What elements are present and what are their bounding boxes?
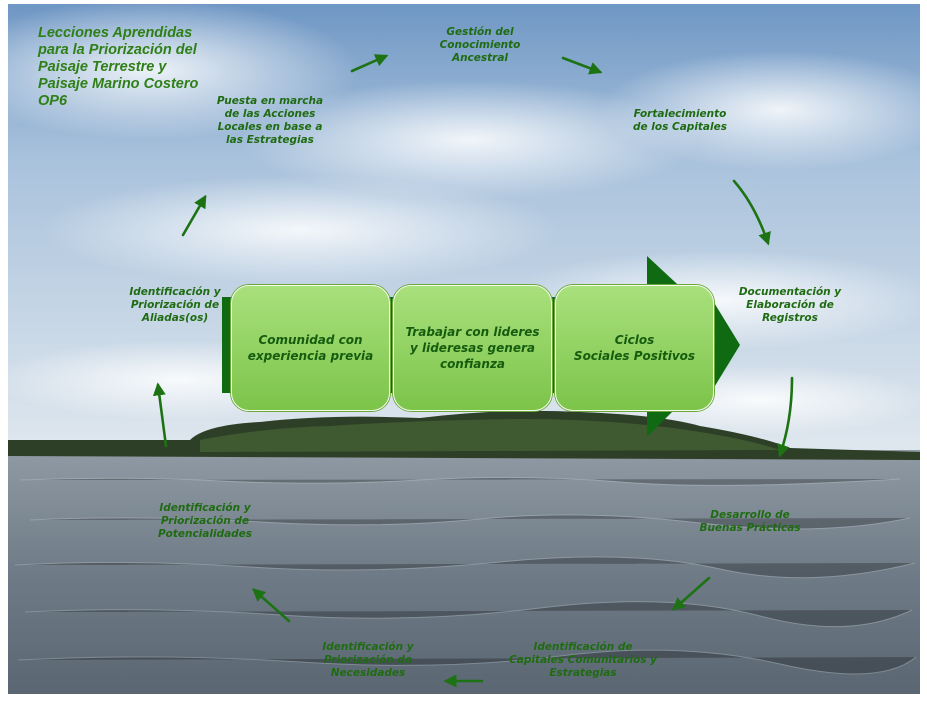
card-trabajar-lideres: Trabajar con lideres y lideresas genera … — [393, 285, 552, 411]
card-text: Comunidad con experiencia previa — [247, 333, 374, 363]
arrow-icon — [181, 194, 207, 237]
card-comunidad-experiencia: Comunidad con experiencia previa — [231, 285, 390, 411]
step-puesta-en-marcha: Puesta en marcha de las Acciones Locales… — [216, 95, 324, 146]
arrow-icon — [350, 54, 389, 73]
arrow-icon — [152, 382, 168, 448]
arrow-icon — [732, 179, 771, 246]
step-capitales-comunitarios: Identificación de Capitales Comunitarios… — [509, 641, 657, 679]
step-priorizacion-necesidades: Identificación y Priorización de Necesid… — [322, 641, 414, 679]
arrow-icon — [252, 588, 291, 623]
cloud — [40, 175, 560, 285]
diagram-title: Lecciones Aprendidas para la Priorizació… — [38, 25, 199, 109]
card-ciclos-sociales: Ciclos Sociales Positivos — [555, 285, 714, 411]
cloud — [240, 80, 700, 200]
step-desarrollo-buenas-practicas: Desarrollo de Buenas Prácticas — [699, 509, 801, 534]
step-gestion-conocimiento: Gestión del Conocimiento Ancestral — [439, 26, 521, 64]
water — [8, 450, 920, 694]
arrow-icon — [561, 56, 603, 75]
step-documentacion-registros: Documentación y Elaboración de Registros — [738, 286, 842, 324]
arrow-icon — [777, 376, 794, 458]
step-fortalecimiento-capitales: Fortalecimiento de los Capitales — [633, 108, 727, 133]
card-text: Ciclos Sociales Positivos — [573, 333, 696, 363]
card-text: Trabajar con lideres y lideresas genera … — [405, 325, 540, 371]
cloud — [0, 0, 360, 140]
cloud — [600, 50, 927, 170]
arrow-icon — [672, 576, 711, 611]
step-priorizacion-potencialidades: Identificación y Priorización de Potenci… — [157, 502, 253, 540]
step-priorizacion-aliadas: Identificación y Priorización de Aliadas… — [129, 286, 221, 324]
